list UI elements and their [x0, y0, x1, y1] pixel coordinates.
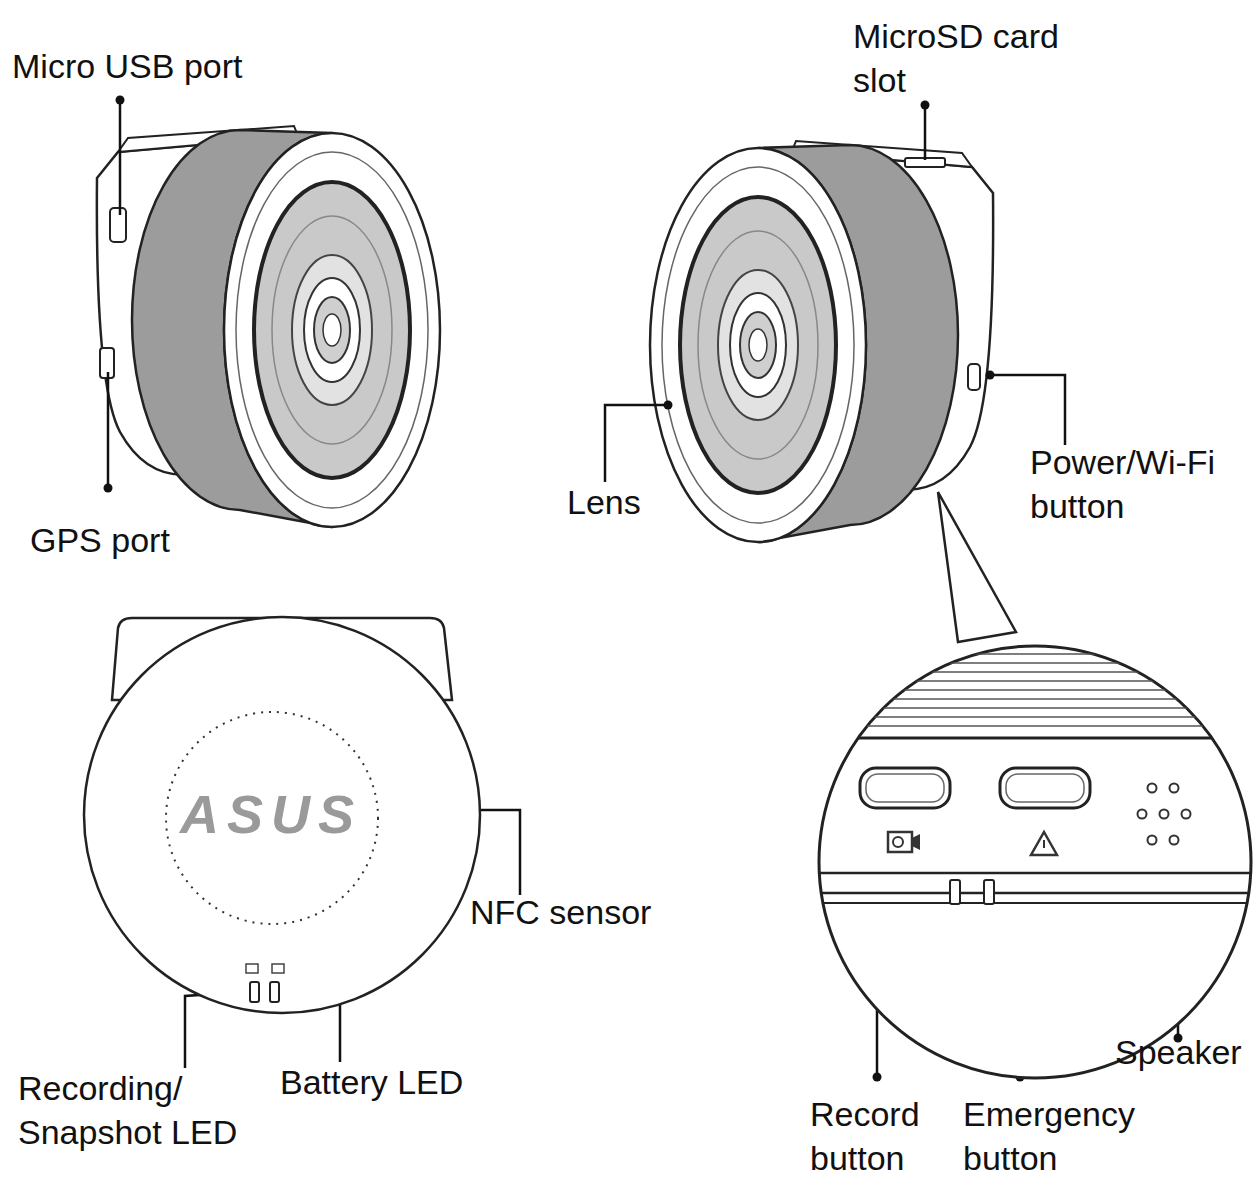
leader-dot — [986, 371, 995, 380]
part-label: Lens — [567, 480, 641, 524]
led — [950, 880, 960, 904]
nfc-area — [166, 712, 378, 924]
usb-port — [110, 208, 126, 242]
rib — [800, 671, 1254, 673]
warning-icon — [1043, 840, 1045, 848]
ribbing — [800, 654, 1254, 726]
led-icon — [272, 964, 284, 973]
leader-dot — [921, 101, 930, 110]
leader-line — [605, 405, 668, 482]
part-label: Power/Wi-Fi button — [1030, 440, 1230, 528]
camera-front-left — [97, 126, 440, 527]
leader-dot — [104, 484, 113, 493]
part-label: Emergency button — [963, 1092, 1153, 1179]
rib — [800, 707, 1254, 709]
part-label: Battery LED — [280, 1060, 463, 1104]
rib — [800, 689, 1254, 691]
part-label: Record button — [810, 1092, 940, 1179]
led — [984, 880, 994, 904]
speaker-hole — [1148, 784, 1157, 793]
zoom-detail — [800, 654, 1254, 903]
leader-line — [990, 375, 1065, 445]
led-icon — [246, 964, 258, 973]
edge-line — [800, 892, 1254, 895]
power-button — [968, 364, 980, 390]
part-label: Recording/ Snapshot LED — [18, 1066, 250, 1154]
led — [270, 982, 279, 1002]
edge-line — [800, 872, 1254, 875]
warning-icon — [1031, 832, 1057, 855]
rib — [800, 662, 1254, 664]
part-label: Speaker — [1115, 1030, 1242, 1074]
part-label: MicroSD card slot — [853, 14, 1078, 102]
camera-front-right — [650, 141, 993, 542]
leader-dot — [664, 401, 673, 410]
record-icon — [893, 837, 903, 847]
edge-line — [800, 902, 1254, 904]
leader-line — [119, 100, 122, 215]
rib — [800, 680, 1254, 682]
part-label: GPS port — [30, 518, 170, 562]
leader-line — [107, 372, 110, 488]
record-icon — [912, 834, 920, 850]
part-label: NFC sensor — [470, 890, 651, 934]
speaker-hole — [1170, 784, 1179, 793]
leader-line — [924, 105, 927, 160]
rib — [800, 725, 1254, 727]
speaker-hole — [1138, 810, 1147, 819]
edge-line — [800, 737, 1254, 740]
emergency-button — [1006, 774, 1084, 802]
speaker-hole — [1160, 810, 1169, 819]
emergency-button — [1000, 768, 1090, 808]
zoom-pointer — [938, 492, 1016, 642]
back-face — [84, 617, 480, 1013]
record-button — [866, 774, 944, 802]
leader-dot — [116, 96, 125, 105]
speaker-hole — [1170, 836, 1179, 845]
rib — [800, 653, 1254, 655]
led — [250, 982, 259, 1002]
rib — [800, 716, 1254, 718]
speaker-holes — [1138, 784, 1191, 845]
part-label: Micro USB port — [12, 44, 243, 88]
record-icon — [888, 832, 912, 852]
speaker-hole — [1148, 836, 1157, 845]
leader-dot — [873, 1073, 882, 1082]
rib — [800, 698, 1254, 700]
record-button — [860, 768, 950, 808]
logo-text: ASUS — [180, 784, 362, 844]
zoom-circle — [819, 646, 1251, 1078]
speaker-hole — [1182, 810, 1191, 819]
